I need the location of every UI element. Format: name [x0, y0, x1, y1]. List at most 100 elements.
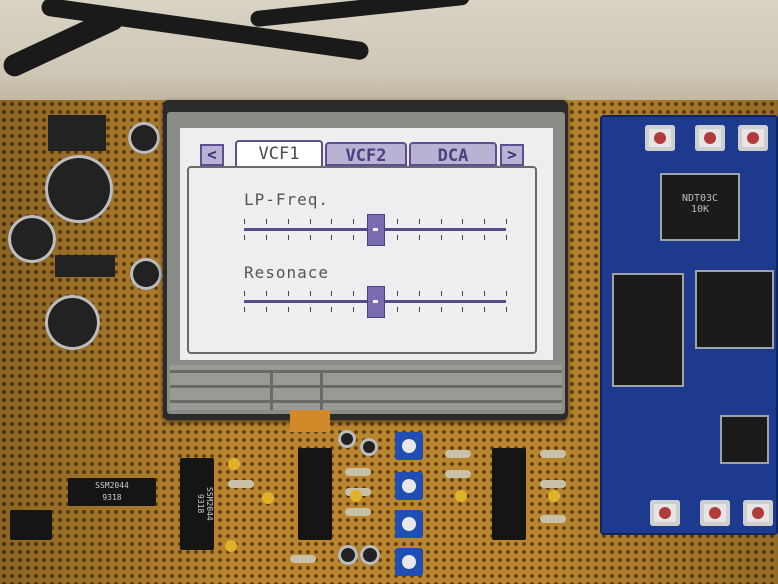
- slider-tick: [244, 235, 245, 240]
- slider-tick: [484, 307, 486, 312]
- touch-strip: [170, 385, 562, 388]
- resistor: [345, 468, 371, 476]
- slider-tick: [331, 235, 333, 240]
- push-button: [695, 125, 725, 151]
- slider-tick: [506, 235, 507, 240]
- slider-tick: [353, 307, 355, 312]
- electrolytic-capacitor: [45, 155, 113, 223]
- slider-knob[interactable]: [367, 214, 385, 246]
- slider-tick: [353, 235, 355, 240]
- flex-cable: [290, 410, 330, 432]
- touch-strip: [170, 400, 562, 403]
- slider-tick: [462, 307, 464, 312]
- resistor: [445, 470, 471, 478]
- parameter-panel: LP-Freq. Resonace: [187, 166, 537, 354]
- ceramic-capacitor: [548, 490, 560, 502]
- slider-tick: [462, 219, 464, 224]
- slider-tick: [462, 291, 464, 296]
- slider-tick: [287, 307, 289, 312]
- ic-chip: [492, 448, 526, 540]
- resistor: [290, 555, 316, 563]
- slider-tick: [396, 219, 398, 224]
- slider-tick: [440, 235, 442, 240]
- lp-freq-label: LP-Freq.: [244, 190, 330, 209]
- slider-tick: [418, 291, 420, 296]
- electrolytic-capacitor: [128, 122, 160, 154]
- slider-tick: [506, 219, 507, 224]
- slider-tick: [287, 291, 289, 296]
- resistor: [345, 508, 371, 516]
- slider-tick: [287, 235, 289, 240]
- slider-tick: [506, 291, 507, 296]
- microcontroller-chip: [720, 415, 769, 464]
- electrolytic-capacitor: [360, 545, 380, 565]
- electrolytic-capacitor: [45, 295, 100, 350]
- lcd-touch-area: [170, 365, 562, 410]
- resistor: [228, 480, 254, 488]
- resistor: [540, 450, 566, 458]
- push-button: [645, 125, 675, 151]
- chip-marking: NDT03C 10K: [660, 173, 740, 241]
- voltage-regulator: [48, 115, 106, 151]
- push-button: [700, 500, 730, 526]
- slider-tick: [244, 307, 245, 312]
- slider-tick: [331, 219, 333, 224]
- tab-prev-button[interactable]: <: [200, 144, 224, 166]
- trimmer-potentiometer: [395, 432, 423, 460]
- slider-tick: [506, 307, 507, 312]
- slider-tick: [418, 219, 420, 224]
- slider-tick: [265, 307, 267, 312]
- slider-tick: [396, 307, 398, 312]
- slider-tick: [462, 235, 464, 240]
- slider-tick: [353, 291, 355, 296]
- slider-tick: [244, 291, 245, 296]
- slider-tick: [265, 219, 267, 224]
- trimmer-potentiometer: [395, 548, 423, 576]
- chip-marking: SSM2044 9318: [180, 458, 214, 550]
- tab-vcf2[interactable]: VCF2: [325, 142, 407, 166]
- slider-tick: [309, 307, 311, 312]
- touch-strip: [170, 370, 562, 373]
- ceramic-capacitor: [350, 490, 362, 502]
- touch-strip: [270, 370, 273, 410]
- tab-next-button[interactable]: >: [500, 144, 524, 166]
- ceramic-capacitor: [262, 492, 274, 504]
- slider-tick: [396, 291, 398, 296]
- push-button: [738, 125, 768, 151]
- slider-tick: [309, 235, 311, 240]
- slider-tick: [484, 291, 486, 296]
- slider-tick: [440, 219, 442, 224]
- electrolytic-capacitor: [360, 438, 378, 456]
- ceramic-capacitor: [225, 540, 237, 552]
- resonance-label: Resonace: [244, 263, 330, 282]
- slider-tick: [440, 307, 442, 312]
- ceramic-capacitor: [228, 458, 240, 470]
- lcd-screen: < VCF1 VCF2 DCA > LP-Freq. Resonace: [180, 128, 553, 360]
- slider-tick: [353, 219, 355, 224]
- slider-tick: [484, 235, 486, 240]
- slider-tick: [418, 235, 420, 240]
- resistor: [445, 450, 471, 458]
- slider-tick: [331, 307, 333, 312]
- slider-tick: [484, 219, 486, 224]
- fpga-board: NDT03C 10K: [600, 115, 778, 535]
- tab-dca[interactable]: DCA: [409, 142, 497, 166]
- slider-knob[interactable]: [367, 286, 385, 318]
- electrolytic-capacitor: [338, 430, 356, 448]
- sram-chip: [612, 273, 684, 387]
- tab-vcf1[interactable]: VCF1: [235, 140, 323, 168]
- voltage-regulator: [55, 255, 115, 277]
- slider-tick: [287, 219, 289, 224]
- resistor: [540, 515, 566, 523]
- chip-marking: SSM2044 9318: [68, 478, 156, 506]
- slider-tick: [309, 219, 311, 224]
- resistor: [540, 480, 566, 488]
- slider-tick: [265, 291, 267, 296]
- slider-tick: [309, 291, 311, 296]
- slider-tick: [396, 235, 398, 240]
- fpga-chip: [695, 270, 774, 349]
- ceramic-capacitor: [455, 490, 467, 502]
- slider-tick: [418, 307, 420, 312]
- push-button: [650, 500, 680, 526]
- electrolytic-capacitor: [338, 545, 358, 565]
